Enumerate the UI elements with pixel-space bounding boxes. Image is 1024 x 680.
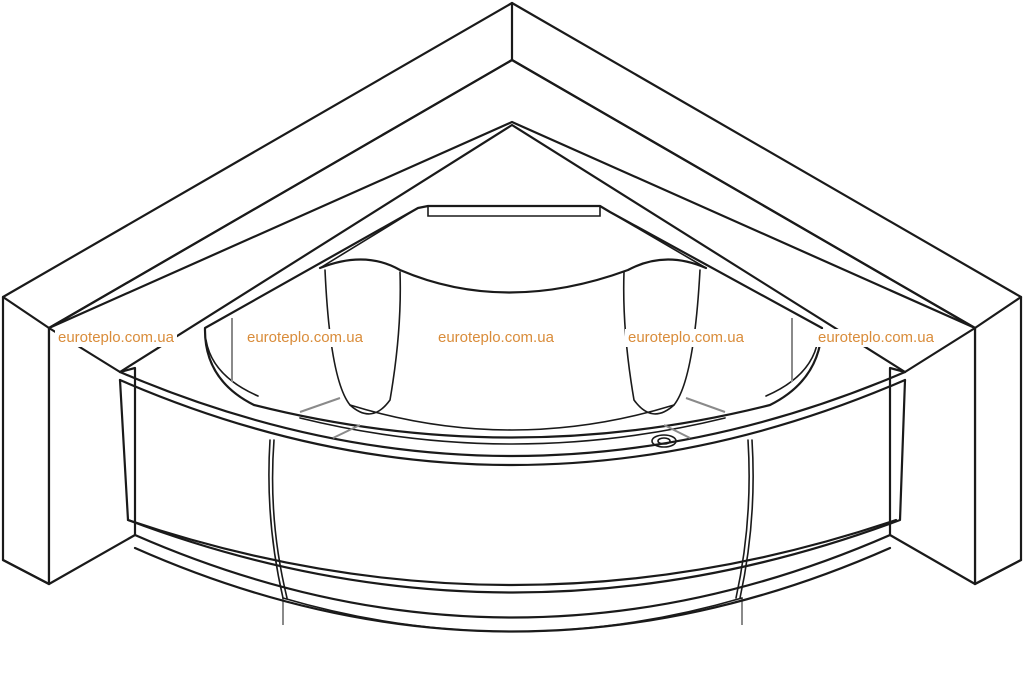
tub-basin	[203, 204, 824, 448]
watermark-text: euroteplo.com.ua	[244, 329, 366, 347]
watermark-text: euroteplo.com.ua	[435, 329, 557, 347]
watermark-text: euroteplo.com.ua	[55, 329, 177, 347]
watermark-text: euroteplo.com.ua	[625, 329, 747, 347]
guide-lines	[231, 318, 793, 625]
watermark-text: euroteplo.com.ua	[815, 329, 937, 347]
tub-rim	[47, 120, 977, 586]
front-apron	[118, 378, 907, 633]
